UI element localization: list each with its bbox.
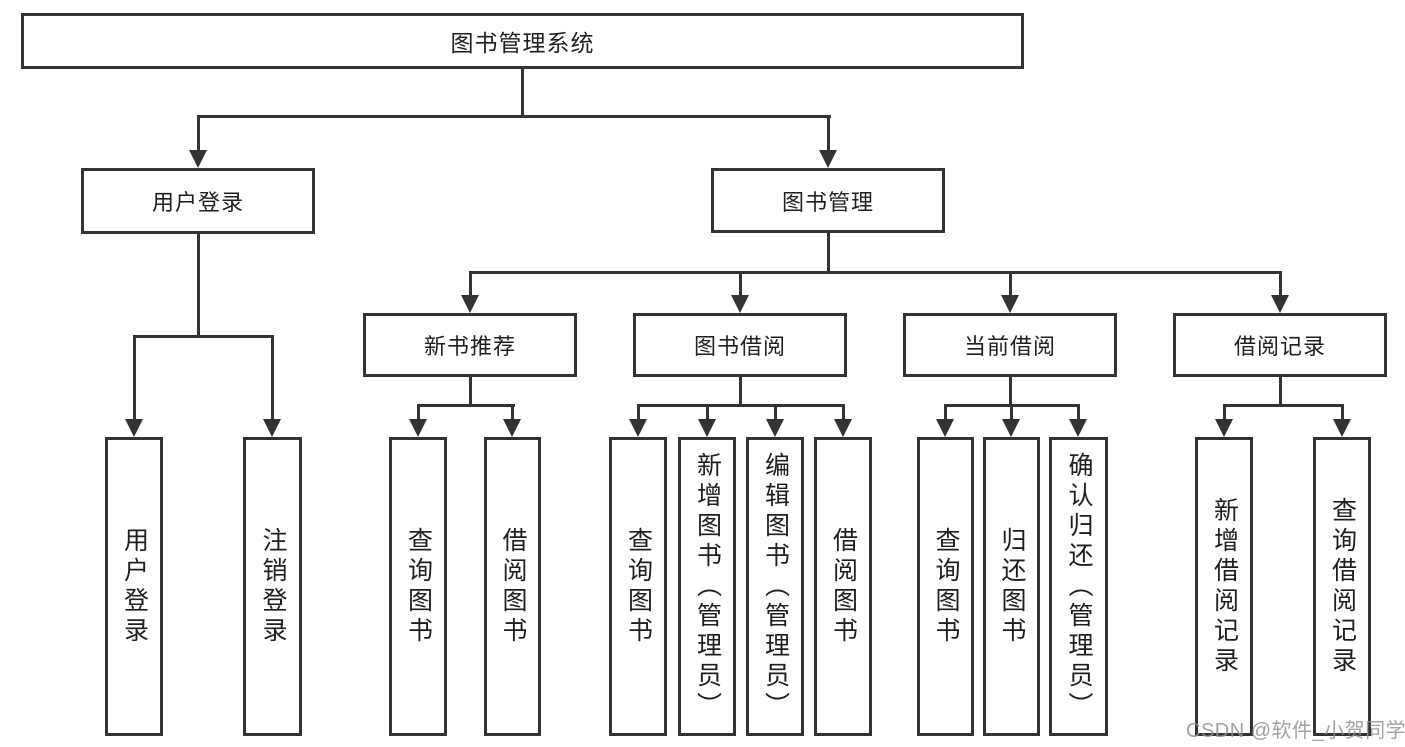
node-label: 图书管理 (781, 189, 874, 215)
leaf-recommend-query-book: 查询图书 (389, 437, 447, 736)
connector-login-rail (133, 335, 274, 338)
arrow-down-icon (629, 419, 647, 437)
arrow-down-icon (1002, 419, 1020, 437)
arrow-down-icon (731, 295, 749, 313)
connector-current-drop-2 (1010, 404, 1013, 422)
arrow-down-icon (1069, 419, 1087, 437)
leaf-current-return-book: 归还图书 (983, 437, 1040, 736)
node-root-system: 图书管理系统 (21, 13, 1024, 69)
leaf-label: 查询借阅记录 (1328, 496, 1357, 677)
connector-record-trunk (1279, 377, 1282, 407)
connector-record-rail (1223, 404, 1344, 407)
connector-root-drop-left (197, 115, 200, 153)
leaf-label: 查询图书 (624, 526, 653, 647)
connector-record-drop-2 (1341, 404, 1344, 422)
leaf-label: 用户登录 (120, 526, 149, 647)
node-new-book-recommend: 新书推荐 (363, 313, 577, 377)
leaf-label: 归还图书 (998, 526, 1026, 647)
arrow-down-icon (698, 419, 716, 437)
leaf-label: 确认归还（管理员） (1065, 451, 1093, 722)
connector-login-drop-1 (133, 335, 136, 421)
leaf-label: 新增借阅记录 (1210, 496, 1239, 677)
connector-mgmt-drop-1 (469, 271, 472, 297)
connector-borrow-drop-3 (774, 404, 777, 422)
leaf-record-query-borrow-record: 查询借阅记录 (1313, 437, 1371, 736)
csdn-watermark: CSDN @软件_小贺同学 (1186, 720, 1405, 742)
leaf-label: 注销登录 (259, 526, 287, 647)
node-book-borrow: 图书借阅 (633, 313, 847, 377)
leaf-borrow-borrow-book: 借阅图书 (814, 437, 872, 736)
leaf-record-add-borrow-record: 新增借阅记录 (1195, 437, 1253, 736)
leaf-label: 查询图书 (404, 526, 433, 647)
leaf-borrow-edit-book-admin: 编辑图书（管理员） (746, 437, 804, 736)
node-borrow-record: 借阅记录 (1173, 313, 1387, 377)
connector-borrow-drop-2 (706, 404, 709, 422)
connector-borrow-trunk (739, 377, 742, 407)
connector-mgmt-rail (469, 271, 1282, 274)
arrow-down-icon (125, 419, 143, 437)
connector-borrow-drop-4 (842, 404, 845, 422)
leaf-label: 借阅图书 (499, 526, 527, 647)
connector-record-drop-1 (1223, 404, 1226, 422)
arrow-down-icon (461, 295, 479, 313)
node-label: 借阅记录 (1233, 334, 1326, 359)
leaf-current-query-book: 查询图书 (917, 437, 974, 736)
leaf-current-confirm-return-admin: 确认归还（管理员） (1049, 437, 1108, 736)
connector-recommend-drop-2 (511, 404, 514, 422)
leaf-logout: 注销登录 (243, 437, 302, 736)
leaf-label: 编辑图书（管理员） (761, 451, 790, 722)
connector-current-drop-1 (944, 404, 947, 422)
node-label: 图书借阅 (693, 334, 786, 359)
connector-current-trunk (1009, 377, 1012, 407)
connector-recommend-trunk (469, 377, 472, 407)
connector-mgmt-drop-2 (739, 271, 742, 297)
arrow-down-icon (819, 150, 837, 168)
leaf-recommend-borrow-book: 借阅图书 (484, 437, 541, 736)
arrow-down-icon (834, 419, 852, 437)
node-label: 新书推荐 (423, 334, 516, 359)
leaf-borrow-query-book: 查询图书 (609, 437, 667, 736)
arrow-down-icon (1271, 295, 1289, 313)
node-label: 当前借阅 (963, 334, 1056, 359)
node-label: 用户登录 (151, 190, 244, 215)
leaf-label: 新增图书（管理员） (693, 451, 722, 722)
arrow-down-icon (1215, 419, 1233, 437)
connector-mgmt-drop-4 (1279, 271, 1282, 297)
connector-recommend-drop-1 (417, 404, 420, 422)
connector-current-drop-3 (1077, 404, 1080, 422)
connector-borrow-rail (637, 404, 845, 407)
arrow-down-icon (1001, 295, 1019, 313)
connector-root-drop-right (827, 115, 830, 153)
arrow-down-icon (189, 150, 207, 168)
connector-login-drop-2 (271, 335, 274, 421)
arrow-down-icon (263, 419, 281, 437)
leaf-label: 借阅图书 (829, 526, 858, 647)
node-book-management: 图书管理 (711, 168, 945, 233)
connector-borrow-drop-1 (637, 404, 640, 422)
connector-recommend-rail (417, 404, 515, 407)
node-label: 图书管理系统 (450, 30, 595, 56)
node-current-borrow: 当前借阅 (903, 313, 1117, 377)
connector-mgmt-drop-3 (1009, 271, 1012, 297)
arrow-down-icon (503, 419, 521, 437)
connector-mgmt-trunk (827, 233, 830, 274)
connector-login-trunk (197, 234, 200, 338)
arrow-down-icon (936, 419, 954, 437)
connector-root-rail (197, 115, 831, 118)
arrow-down-icon (409, 419, 427, 437)
connector-root-trunk (521, 69, 524, 118)
leaf-label: 查询图书 (932, 526, 960, 647)
arrow-down-icon (1333, 419, 1351, 437)
leaf-user-login: 用户登录 (105, 437, 163, 736)
leaf-borrow-add-book-admin: 新增图书（管理员） (678, 437, 736, 736)
arrow-down-icon (766, 419, 784, 437)
node-user-login: 用户登录 (81, 168, 315, 234)
